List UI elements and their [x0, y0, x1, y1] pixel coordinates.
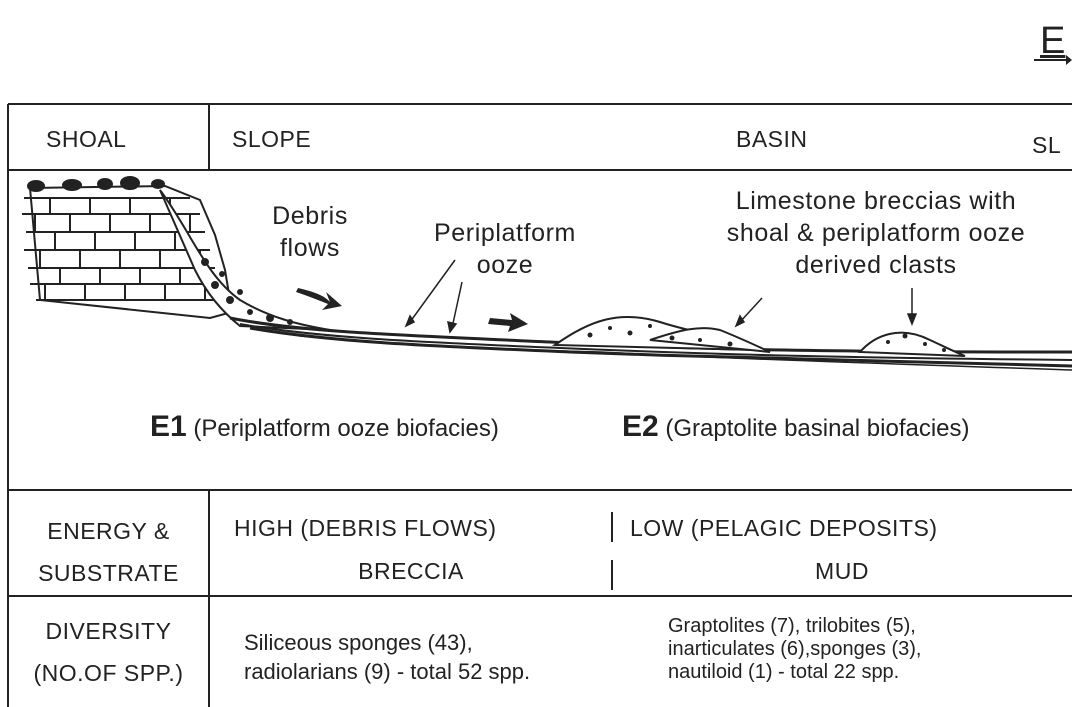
diversity-e2-line3: nautiloid (1) - total 22 spp.: [668, 661, 921, 684]
energy-low: LOW (PELAGIC DEPOSITS): [630, 515, 938, 542]
energy-high: HIGH (DEBRIS FLOWS): [234, 515, 497, 542]
biofacies-e2: E2 (Graptolite basinal biofacies): [622, 410, 970, 444]
diversity-e1-line2: radiolarians (9) - total 52 spp.: [244, 657, 530, 686]
flow-arrows: [296, 288, 528, 332]
diversity-label-line1: DIVERSITY: [8, 610, 209, 652]
ooze-label-line2: ooze: [420, 249, 590, 281]
biofacies-e1: E1 (Periplatform ooze biofacies): [150, 410, 499, 444]
diversity-e1-line1: Siliceous sponges (43),: [244, 628, 530, 657]
header-basin: BASIN: [736, 126, 808, 153]
header-slope: SLOPE: [232, 126, 311, 153]
header-sea-level: SL: [1032, 132, 1061, 159]
shoal-platform: [22, 177, 232, 318]
east-arrow-icon: [1034, 55, 1072, 65]
e2-code: E2: [622, 410, 659, 443]
e1-code: E1: [150, 410, 187, 443]
energy-label: ENERGY & SUBSTRATE: [8, 510, 209, 594]
basin-flow-arrow-icon: [488, 313, 528, 332]
e2-name: (Graptolite basinal biofacies): [665, 415, 969, 442]
debris-flow-arrow-icon: [296, 288, 342, 310]
breccia-label: Limestone breccias with shoal & periplat…: [680, 185, 1072, 281]
ooze-label-line1: Periplatform: [420, 217, 590, 249]
header-shoal: SHOAL: [46, 126, 126, 153]
diversity-label-line2: (NO.OF SPP.): [8, 652, 209, 694]
energy-label-line1: ENERGY &: [8, 510, 209, 552]
substrate-mud: MUD: [612, 558, 1072, 585]
debris-label-line1: Debris: [250, 200, 370, 232]
periplatform-ooze-label: Periplatform ooze: [420, 217, 590, 281]
breccia-label-line3: derived clasts: [680, 249, 1072, 281]
breccia-label-line2: shoal & periplatform ooze: [680, 217, 1072, 249]
e1-name: (Periplatform ooze biofacies): [193, 415, 498, 442]
debris-flows-label: Debris flows: [250, 200, 370, 264]
diversity-e2-line1: Graptolites (7), trilobites (5),: [668, 615, 921, 638]
diversity-label: DIVERSITY (NO.OF SPP.): [8, 610, 209, 694]
diversity-e1: Siliceous sponges (43), radiolarians (9)…: [244, 628, 530, 686]
diversity-e2-line2: inarticulates (6),sponges (3),: [668, 638, 921, 661]
breccia-label-line1: Limestone breccias with: [680, 185, 1072, 217]
diversity-e2: Graptolites (7), trilobites (5), inartic…: [668, 615, 921, 684]
debris-label-line2: flows: [250, 232, 370, 264]
substrate-breccia: BRECCIA: [210, 558, 612, 585]
energy-label-line2: SUBSTRATE: [8, 552, 209, 594]
